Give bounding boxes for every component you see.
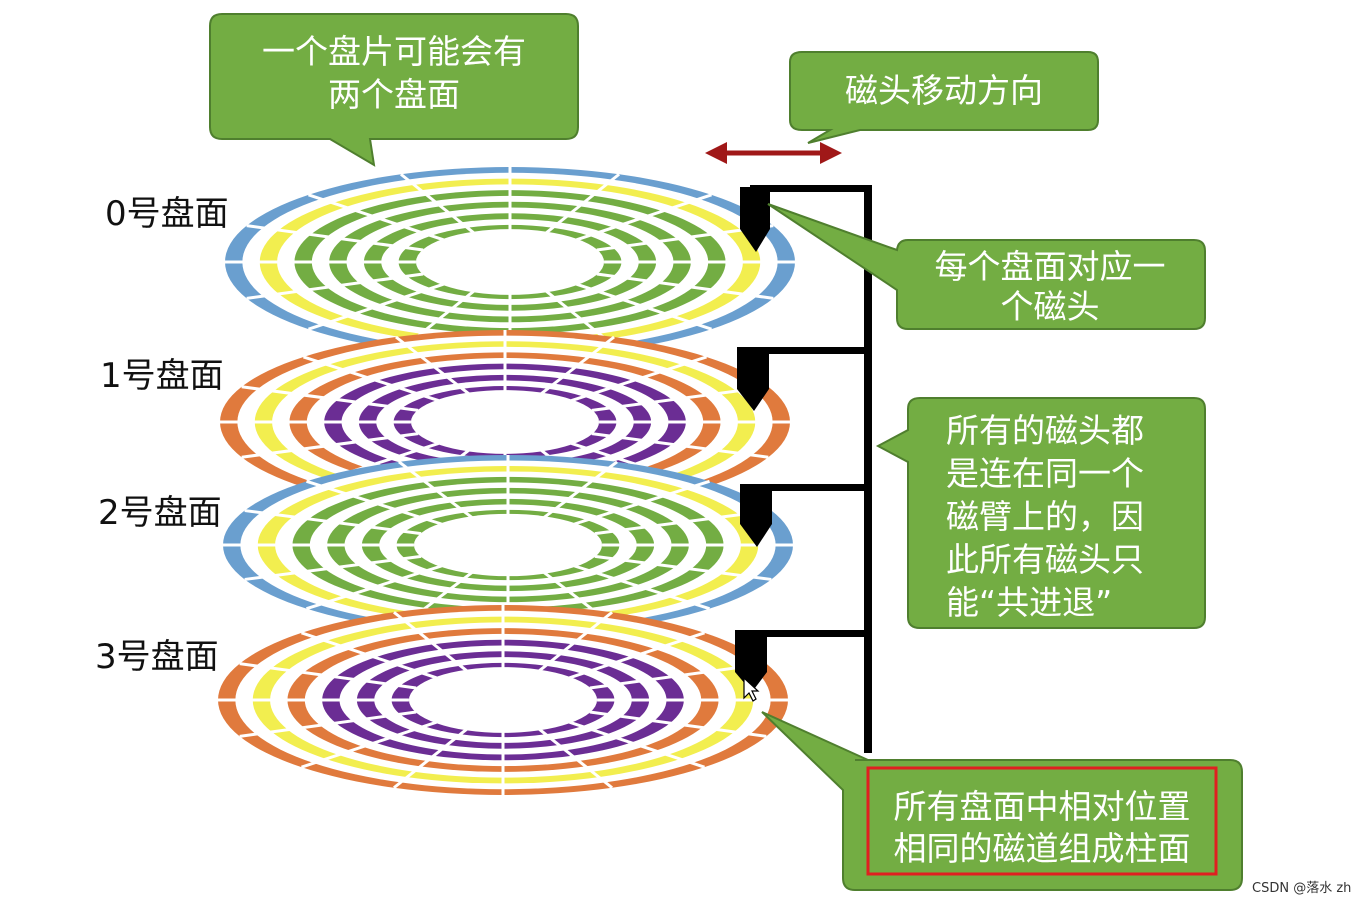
callout-cylinder-line-2: 相同的磁道组成柱面 [894,829,1191,868]
platter-label-1: 1号盘面 [100,356,224,396]
platter-hole [415,229,605,295]
sector-divider [589,710,767,738]
arm-branch-2 [750,484,872,491]
sector-divider [594,554,772,581]
sector-divider [244,509,422,536]
sector-divider [576,282,712,331]
platter-1 [220,330,790,514]
platter-2 [223,455,793,635]
callout-shared-arm-line-4: 此所有磁头只 [946,540,1144,579]
sector-divider [244,554,422,581]
head-direction-arrow [705,142,842,164]
callout-one-head-line-2: 个磁头 [1001,287,1100,326]
sector-divider [540,335,615,396]
callout-head-direction: 磁头移动方向 [789,51,1099,144]
callout-two-surfaces: 一个盘片可能会有 两个盘面 [209,13,579,167]
platter-hole [408,667,598,733]
sector-divider [545,173,621,235]
sector-divider [241,432,419,459]
sector-divider [398,460,473,519]
callout-one-head-line-1: 每个盘面对应一 [935,247,1166,286]
callout-head-direction-text: 磁头移动方向 [845,71,1043,110]
arm-branch-0 [750,185,872,192]
callout-shared-arm-line-3: 磁臂上的，因 [946,497,1144,536]
sector-divider [591,432,769,459]
callout-shared-arm-line-1: 所有的磁头都 [946,411,1144,450]
platter-3 [218,605,788,795]
sector-divider [246,224,424,252]
sector-divider [392,727,468,789]
sector-divider [308,193,444,242]
sector-divider [239,662,417,690]
watermark: CSDN @落水 zh [1252,881,1351,896]
sector-divider [239,710,417,738]
read-write-head-1 [737,347,769,411]
sector-divider [246,272,424,300]
read-write-head-2 [740,484,772,547]
sector-divider [576,193,712,242]
sector-divider [538,727,614,789]
arm-vertical-bar [864,185,872,753]
sector-divider [538,611,614,673]
read-write-head-3 [735,630,767,692]
platter-label-2: 2号盘面 [98,493,222,533]
sector-divider [574,564,710,611]
platter-label-3: 3号盘面 [95,637,219,677]
platter-hole [410,390,600,454]
mouse-cursor-icon [743,676,760,702]
sector-divider [574,479,710,526]
sector-divider [301,720,437,769]
callout-shared-arm-line-5: 能“共进退” [946,583,1112,622]
platter-label-0: 0号盘面 [105,194,229,234]
callout-two-surfaces-line-2: 两个盘面 [328,75,460,114]
read-write-head-0 [740,187,770,252]
sector-divider [569,720,705,769]
cylinder-highlight-box [866,766,1218,876]
platter-hole [413,513,603,577]
sector-divider [306,479,442,526]
sector-divider [543,460,618,519]
sector-divider [308,282,444,331]
platter-0 [225,167,795,357]
disk-arm [750,185,872,753]
sector-divider [596,272,774,300]
sector-divider [395,335,470,396]
sector-divider [306,564,442,611]
callout-cylinder: 所有盘面中相对位置 相同的磁道组成柱面 [761,711,1243,891]
callout-two-surfaces-line-1: 一个盘片可能会有 [262,32,526,71]
arm-branch-1 [750,347,872,354]
sector-divider [392,611,468,673]
sector-divider [571,355,707,402]
callout-shared-arm: 所有的磁头都 是连在同一个 磁臂上的，因 此所有磁头只 能“共进退” [875,397,1206,629]
callout-cylinder-line-1: 所有盘面中相对位置 [894,787,1191,826]
arm-branch-3 [750,630,872,637]
callout-shared-arm-line-2: 是连在同一个 [946,454,1144,493]
sector-divider [303,355,439,402]
sector-divider [399,173,475,235]
sector-divider [569,631,705,680]
sector-divider [241,385,419,412]
sector-divider [301,631,437,680]
callout-one-head-per-surface: 每个盘面对应一 个磁头 [767,203,1206,330]
